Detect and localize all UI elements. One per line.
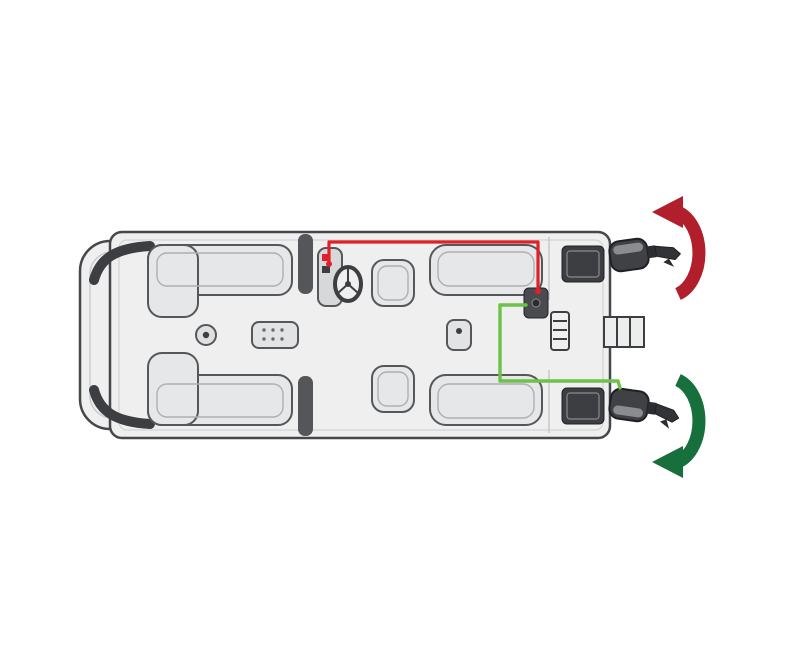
- red-steering-cable: [327, 240, 540, 294]
- stern-storage-bottom: [561, 387, 605, 425]
- top-rotation-arrow-red: [652, 196, 706, 300]
- cooler-dot: [271, 337, 275, 341]
- bow-couch-bottom-cushion-line: [156, 383, 284, 418]
- cooler-dot: [262, 328, 266, 332]
- cooler-dot: [280, 328, 284, 332]
- engine-top-lower-unit: [654, 245, 682, 261]
- rotation-arrows: [652, 196, 706, 478]
- wheel-spoke: [347, 283, 359, 294]
- captain-chair: [371, 259, 415, 307]
- engine-well-vent: [550, 311, 570, 351]
- companion-chair: [371, 365, 415, 413]
- red-cable-helm-connector: [326, 261, 332, 267]
- stern-storage-top: [561, 245, 605, 283]
- green-rotation-arrowhead-icon: [652, 446, 683, 478]
- side-gate-bottom: [298, 376, 313, 436]
- engine-bottom-lower-unit: [654, 403, 680, 423]
- stern-storage-top-line: [566, 250, 600, 278]
- helm-station: [317, 247, 363, 307]
- stern-storage-bottom-line: [566, 392, 600, 420]
- engine-bottom-cowl-highlight: [613, 405, 643, 418]
- ladder-frame: [603, 316, 645, 348]
- junction-box-fitting: [531, 298, 541, 308]
- cooler-body: [251, 321, 299, 349]
- engine-bottom-skeg: [660, 419, 670, 429]
- companion-chair-cushion-line: [377, 371, 409, 407]
- engine-bottom-port: [608, 387, 680, 429]
- engine-top-cowl: [608, 237, 650, 273]
- red-cable-junction-connector: [535, 288, 541, 294]
- pontoon-tip-bottom: [89, 385, 155, 429]
- aft-side-table: [446, 319, 472, 351]
- engine-top-skeg: [663, 258, 675, 267]
- bow-couch-bottom-arm: [147, 352, 199, 426]
- engine-bottom-cowl: [608, 387, 650, 423]
- aft-side-table-dot: [456, 328, 462, 334]
- red-rotation-arrowhead-icon: [652, 196, 683, 228]
- vent-frame: [550, 311, 570, 351]
- boarding-ladder-icon: [603, 316, 645, 348]
- wheel-spoke: [337, 283, 349, 294]
- engine-bottom-bracket: [646, 401, 657, 415]
- captain-chair-cushion-line: [377, 265, 409, 301]
- bow-table-pedestal-dot: [202, 331, 210, 339]
- cooler-dot: [262, 337, 266, 341]
- green-rigging-cable: [498, 303, 622, 390]
- side-gate-top: [298, 234, 313, 294]
- bow-couch-top-arm: [147, 244, 199, 318]
- bottom-rotation-arrow-green: [652, 374, 706, 478]
- bow-couch-top-cushion-line: [156, 252, 284, 287]
- engine-top-starboard: [608, 237, 682, 273]
- deck-cooler: [251, 321, 299, 349]
- green-rotation-arc: [674, 374, 706, 468]
- engine-top-cowl-highlight: [613, 242, 643, 255]
- aft-bench-top-cushion-line: [437, 251, 535, 287]
- aft-bench-top: [429, 244, 543, 296]
- cooler-dot: [271, 328, 275, 332]
- engine-top-bracket: [646, 245, 657, 259]
- helm-gauge-red-top: [322, 254, 330, 261]
- red-rotation-arc: [674, 206, 706, 300]
- stern-equipment-group: [523, 245, 645, 425]
- pontoon-tip-top: [89, 241, 155, 285]
- cooler-dot: [280, 337, 284, 341]
- aft-bench-bottom-cushion-line: [437, 383, 535, 419]
- helm-gauge-dark: [322, 266, 330, 273]
- bow-lounge-group: [147, 244, 299, 426]
- rigging-cables: [326, 240, 622, 390]
- mid-seating-group: [371, 244, 543, 426]
- aft-bench-bottom: [429, 374, 543, 426]
